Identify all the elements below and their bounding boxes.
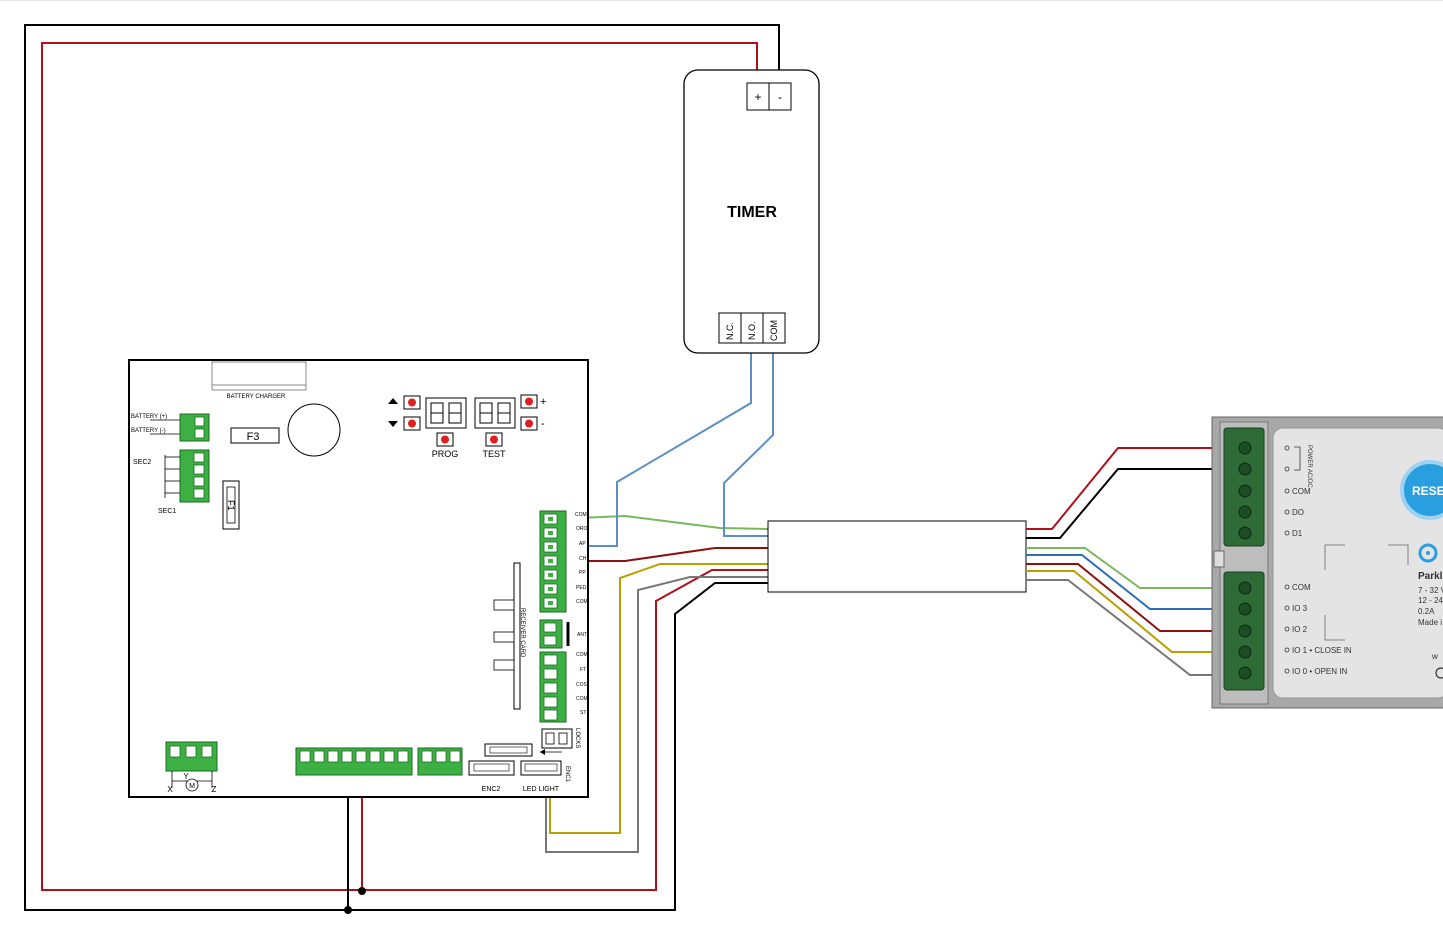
term-pp: PP [579, 570, 586, 576]
battery-charger [211, 361, 307, 391]
wire-darkred-module [1026, 563, 1245, 632]
label-power: POWER AC/DC [1306, 445, 1312, 488]
term-cos: COS [576, 682, 588, 688]
spec-line-1: 7 - 32 V [1418, 586, 1443, 595]
timer-minus: - [778, 90, 782, 104]
fuse-f3 [230, 427, 280, 444]
wire-blue-module [1026, 554, 1245, 610]
motor-y: Y [183, 772, 189, 781]
key-plus-label: + [540, 396, 546, 408]
term-ft: FT [580, 667, 586, 673]
wire-yellow [549, 563, 768, 834]
prog-label: PROG [432, 449, 459, 459]
module-label-dots [1284, 445, 1290, 674]
wire-darkred [578, 547, 768, 562]
enc1-label: ENC1 [564, 766, 570, 783]
label-io1: IO 1 • CLOSE IN [1292, 646, 1352, 655]
motor-x: X [167, 785, 173, 794]
term-com-3: COM [576, 652, 588, 658]
brand-label: Parkl [1418, 571, 1443, 582]
connector-screws [1238, 441, 1252, 680]
sec2-label: SEC2 [133, 459, 151, 466]
battery-plus-label: BATTERY (+) [131, 414, 167, 420]
motor-m: M [189, 783, 195, 790]
wire-red-module [1026, 447, 1245, 530]
sec1-label: SEC1 [158, 508, 176, 515]
fuse-f1-label: F1 [226, 500, 236, 511]
led-light-label: LED LIGHT [523, 786, 560, 793]
timer-title: TIMER [727, 204, 777, 221]
buzzer [287, 403, 341, 457]
label-io3: IO 3 [1292, 604, 1308, 613]
term-com-1: COM [575, 512, 587, 518]
wire-green [577, 514, 769, 530]
junction-box [767, 520, 1027, 593]
battery-minus-label: BATTERY (-) [131, 428, 166, 434]
term-oro: ORO [576, 526, 588, 532]
test-label: TEST [482, 449, 506, 459]
term-ch: CH [579, 556, 587, 562]
spec-line-4: Made i [1418, 618, 1442, 627]
timer-device: + - TIMER N.C. N.O. COM [683, 69, 820, 354]
wire-gray [545, 576, 768, 853]
www-label: w [1431, 652, 1438, 661]
timer-nc: N.C. [725, 322, 735, 340]
term-ped: PED [576, 585, 587, 591]
timer-no: N.O. [747, 321, 757, 340]
control-board: BATTERY CHARGER BATTERY (+) BATTERY (-) … [128, 359, 589, 798]
motor-symbol [185, 778, 199, 792]
label-com-1: COM [1292, 487, 1311, 496]
spec-line-2: 12 - 24 [1418, 596, 1443, 605]
term-com-2: COM [576, 599, 588, 605]
wire-yellow-module [1026, 570, 1245, 653]
junction-black [344, 906, 352, 914]
wire-blue-com [723, 345, 774, 537]
wire-blue-no [578, 345, 752, 547]
right-terminal-holes [543, 513, 558, 609]
parkl-module: RESET POWER AC/DC COM DO D1 COM IO 3 IO … [1211, 416, 1443, 709]
term-ant: ANT [577, 632, 587, 638]
timer-plus: + [754, 90, 761, 104]
spec-line-3: 0.2A [1418, 607, 1435, 616]
term-com-4: COM [576, 696, 588, 702]
label-io0: IO 0 • OPEN IN [1292, 667, 1347, 676]
fuse-f3-label: F3 [247, 431, 260, 443]
locks-label: LOCKS [574, 728, 580, 748]
wire-green-module [1026, 547, 1245, 589]
wire-black-module [1026, 468, 1245, 539]
label-d1: D1 [1292, 529, 1303, 538]
reset-button[interactable] [1400, 460, 1443, 520]
label-io2: IO 2 [1292, 625, 1308, 634]
term-ap: AP [579, 541, 586, 547]
bottom-terminal-holes [299, 750, 409, 763]
term-st: ST [580, 710, 586, 716]
junction-red [358, 887, 366, 895]
enc2-label: ENC2 [482, 786, 501, 793]
parkl-logo-icon [1418, 543, 1438, 563]
key-minus-label: - [541, 418, 545, 430]
battery-charger-label: BATTERY CHARGER [227, 394, 286, 400]
label-do: DO [1292, 508, 1304, 517]
timer-com: COM [769, 320, 779, 341]
reset-label: RESET [1412, 484, 1443, 498]
receiver-card-label: RECEIVER CARD [519, 608, 525, 658]
label-com-2: COM [1292, 583, 1311, 592]
motor-z: Z [212, 785, 217, 794]
